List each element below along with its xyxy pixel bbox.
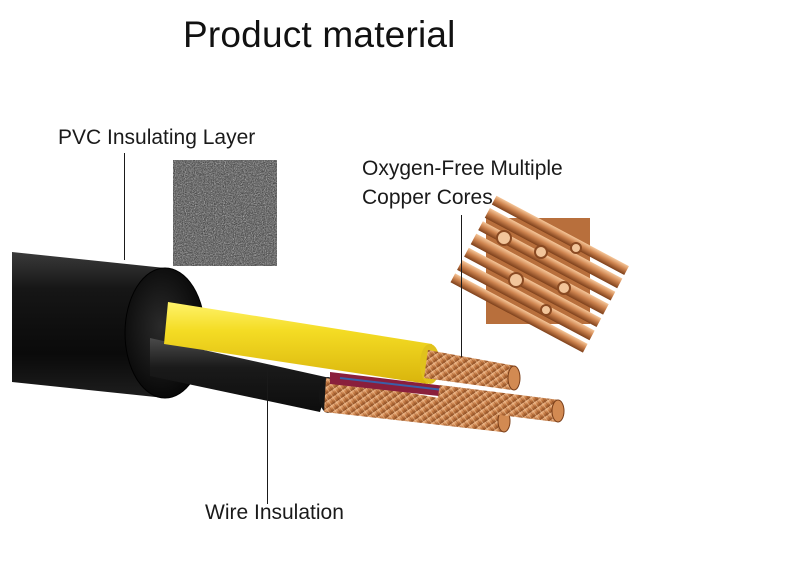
- pvc-layer-label: PVC Insulating Layer: [58, 126, 256, 149]
- wire-leader-line: [267, 368, 268, 504]
- pvc-leader-line: [124, 153, 125, 260]
- yellow-wire-insulation: [164, 302, 432, 384]
- copper-leader-line: [461, 215, 462, 357]
- pvc-jacket: [12, 252, 165, 398]
- copper-cores-label: Oxygen-Free Multiple Copper Cores: [362, 154, 563, 212]
- pvc-granules-swatch: [173, 160, 277, 266]
- copper-label-line2: Copper Cores: [362, 186, 493, 209]
- copper-strands-right: [436, 385, 560, 422]
- black-wire-insulation: [150, 338, 330, 412]
- copper-tubes-swatch: [450, 195, 629, 353]
- wire-insulation-label: Wire Insulation: [205, 501, 344, 524]
- page-title: Product material: [183, 14, 456, 55]
- cable: [12, 252, 565, 433]
- copper-strands-lower: [324, 378, 506, 432]
- copper-label-line1: Oxygen-Free Multiple: [362, 157, 563, 180]
- copper-strands-upper: [424, 350, 516, 390]
